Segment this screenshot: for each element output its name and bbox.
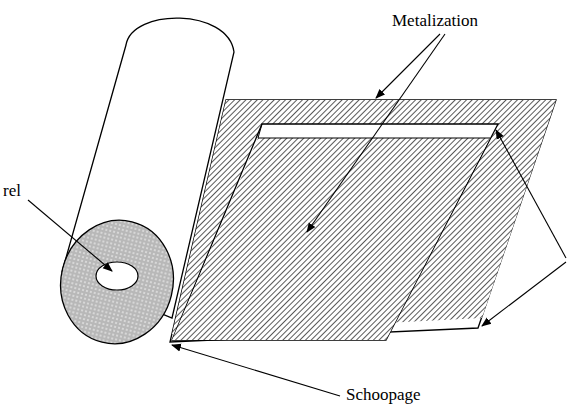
part-label: Metalization <box>392 12 478 31</box>
part-label: Schoopage <box>346 386 421 405</box>
schoopage-end <box>48 208 187 355</box>
part-label: rel <box>3 182 21 201</box>
front-metalization <box>172 138 490 340</box>
mandrel-hole <box>96 262 138 290</box>
front-film <box>172 124 498 340</box>
back-film <box>170 100 556 342</box>
leader-lines <box>28 34 566 396</box>
